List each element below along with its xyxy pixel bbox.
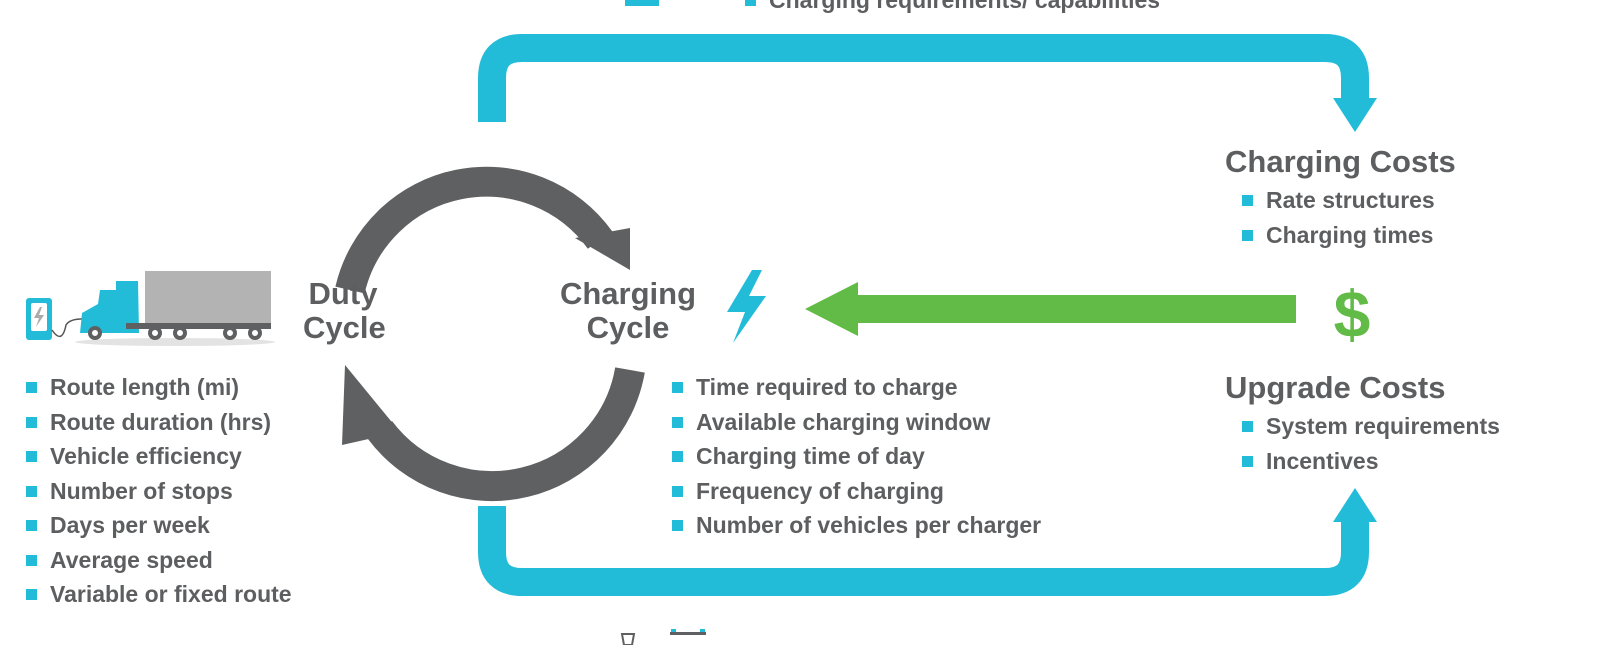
bullet-icon: [672, 416, 683, 428]
item-label: Time required to charge: [696, 374, 958, 400]
item-label: Route duration (hrs): [50, 408, 272, 435]
bullet-icon: [26, 520, 37, 531]
list-item: Average speed: [26, 543, 292, 578]
bullet-icon: [26, 589, 37, 600]
bullet-icon: [672, 520, 683, 531]
upgrade-costs-title: Upgrade Costs: [1225, 370, 1446, 405]
green-arrow: [805, 282, 1296, 336]
list-item: Route length (mi): [26, 370, 292, 405]
list-item: Number of stops: [26, 474, 292, 509]
bullet-icon: [26, 485, 37, 497]
item-label: Variable or fixed route: [50, 581, 292, 607]
item-label: Days per week: [50, 512, 210, 538]
list-item: Number of vehicles per charger: [672, 508, 1041, 543]
item-label: Number of stops: [50, 477, 233, 504]
cycle-arrows: [335, 166, 645, 502]
bullet-icon: [26, 554, 37, 566]
bullet-icon: [1242, 455, 1253, 467]
top-list: Charging requirements/ capabilities: [745, 0, 1160, 18]
duty-cycle-title: Duty Cycle: [303, 276, 386, 345]
lightning-icon: [727, 270, 766, 343]
duty-cycle-list: Route length (mi) Route duration (hrs) Veh…: [26, 370, 292, 612]
item-label: Charging requirements/ capabilities: [769, 0, 1161, 13]
list-item: Variable or fixed route: [26, 577, 292, 612]
list-item: Available charging window: [672, 405, 1041, 440]
item-label: Incentives: [1266, 447, 1379, 474]
bullet-icon: [26, 382, 37, 393]
bullet-icon: [26, 451, 37, 462]
item-label: Route length (mi): [50, 374, 240, 400]
list-item: Days per week: [26, 508, 292, 543]
charging-costs-title: Charging Costs: [1225, 144, 1456, 179]
bullet-icon: [1242, 229, 1253, 241]
title-line: Cycle: [586, 310, 670, 345]
truck-charger-icon: [26, 271, 275, 346]
bullet-icon: [672, 382, 683, 393]
title-line: Duty: [308, 276, 378, 311]
bullet-icon: [672, 485, 683, 497]
bullet-icon: [1242, 195, 1253, 206]
item-label: Available charging window: [696, 408, 991, 435]
list-item: Route duration (hrs): [26, 405, 292, 440]
top-loop-arrow: [478, 0, 1377, 132]
item-label: System requirements: [1266, 413, 1500, 439]
list-item: Vehicle efficiency: [26, 439, 292, 474]
cycle-arrowhead-right: [575, 228, 630, 270]
charging-cycle-title: Charging Cycle: [548, 277, 708, 345]
bottom-partial-icons: [620, 629, 706, 645]
title-line: Charging: [559, 276, 697, 311]
item-label: Charging times: [1266, 221, 1434, 248]
dollar-icon: $: [1334, 277, 1371, 351]
list-item: Charging times: [1242, 218, 1435, 253]
title-line: Cycle: [303, 310, 386, 345]
item-label: Charging time of day: [696, 443, 925, 469]
list-item: Charging requirements/ capabilities: [745, 0, 1160, 18]
cycle-arrowhead-left: [342, 365, 400, 445]
item-label: Number of vehicles per charger: [696, 512, 1042, 538]
list-item: System requirements: [1242, 409, 1500, 444]
list-item: Incentives: [1242, 444, 1500, 479]
list-item: Frequency of charging: [672, 474, 1041, 509]
list-item: Time required to charge: [672, 370, 1041, 405]
list-item: Rate structures: [1242, 183, 1435, 218]
item-label: Vehicle efficiency: [50, 443, 242, 469]
item-label: Rate structures: [1266, 187, 1435, 213]
item-label: Average speed: [50, 546, 213, 573]
bottom-loop-arrow: [478, 488, 1377, 596]
bullet-icon: [1242, 421, 1253, 432]
item-label: Frequency of charging: [696, 477, 944, 504]
bullet-icon: [672, 451, 683, 462]
list-item: Charging time of day: [672, 439, 1041, 474]
bullet-icon: [26, 416, 37, 428]
